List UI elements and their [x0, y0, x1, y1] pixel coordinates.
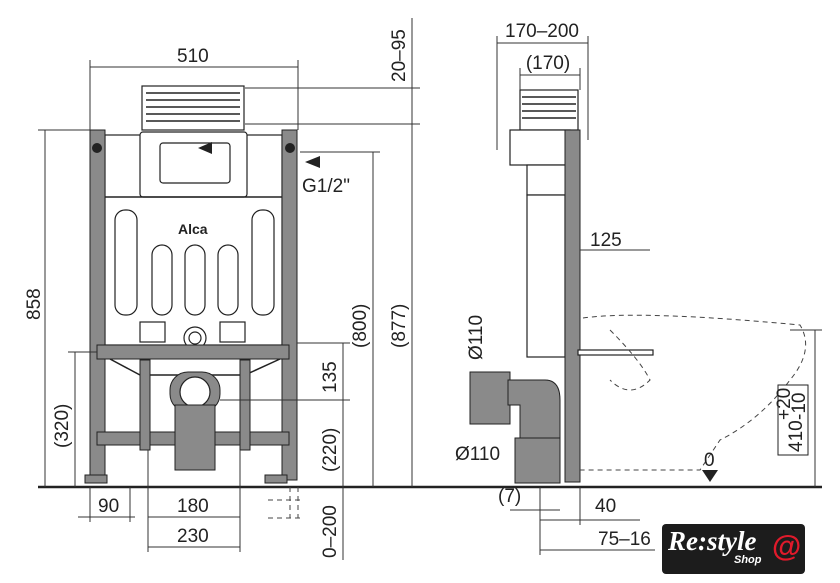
- dim-510: 510: [177, 46, 209, 67]
- tolerance-minus: -10: [789, 393, 810, 420]
- dim-0-200: 0–200: [320, 505, 341, 558]
- dim-125: 125: [590, 230, 622, 251]
- restyle-shop-logo: Re:style Shop @: [662, 524, 805, 574]
- dim-40: 40: [595, 496, 616, 517]
- dim-170: (170): [526, 53, 570, 74]
- dim-800: (800): [350, 304, 371, 348]
- inlet-label: G1/2": [302, 176, 350, 197]
- front-frame: Alca: [84, 85, 320, 519]
- floor-zero-label: 0: [704, 450, 715, 471]
- dim-858: 858: [24, 288, 45, 320]
- pipe-upper-diameter: Ø110: [466, 315, 487, 360]
- dim-20-95: 20–95: [389, 29, 410, 82]
- dim-220: (220): [320, 428, 341, 472]
- dim-170-200: 170–200: [505, 21, 579, 42]
- logo-main-text: Re:style: [668, 526, 757, 556]
- pipe-lower-diameter: Ø110: [455, 444, 500, 465]
- dim-180: 180: [177, 496, 209, 517]
- alca-logo: Alca: [178, 221, 208, 237]
- dim-75-16: 75–16: [598, 529, 651, 550]
- dim-230: 230: [177, 526, 209, 547]
- logo-sub-text: Shop: [734, 554, 762, 566]
- inlet-arrow-icon: [305, 156, 320, 168]
- dim-7: (7): [498, 486, 521, 507]
- dim-877: (877): [389, 304, 410, 348]
- dim-135: 135: [320, 361, 341, 393]
- dim-90: 90: [98, 496, 119, 517]
- logo-at-icon: @: [772, 530, 802, 563]
- dim-320: (320): [52, 404, 73, 448]
- floor-zero-marker-icon: [702, 470, 718, 482]
- side-frame: [469, 89, 807, 484]
- dim-410: 410: [786, 420, 807, 452]
- tolerance-plus: +20: [774, 388, 795, 420]
